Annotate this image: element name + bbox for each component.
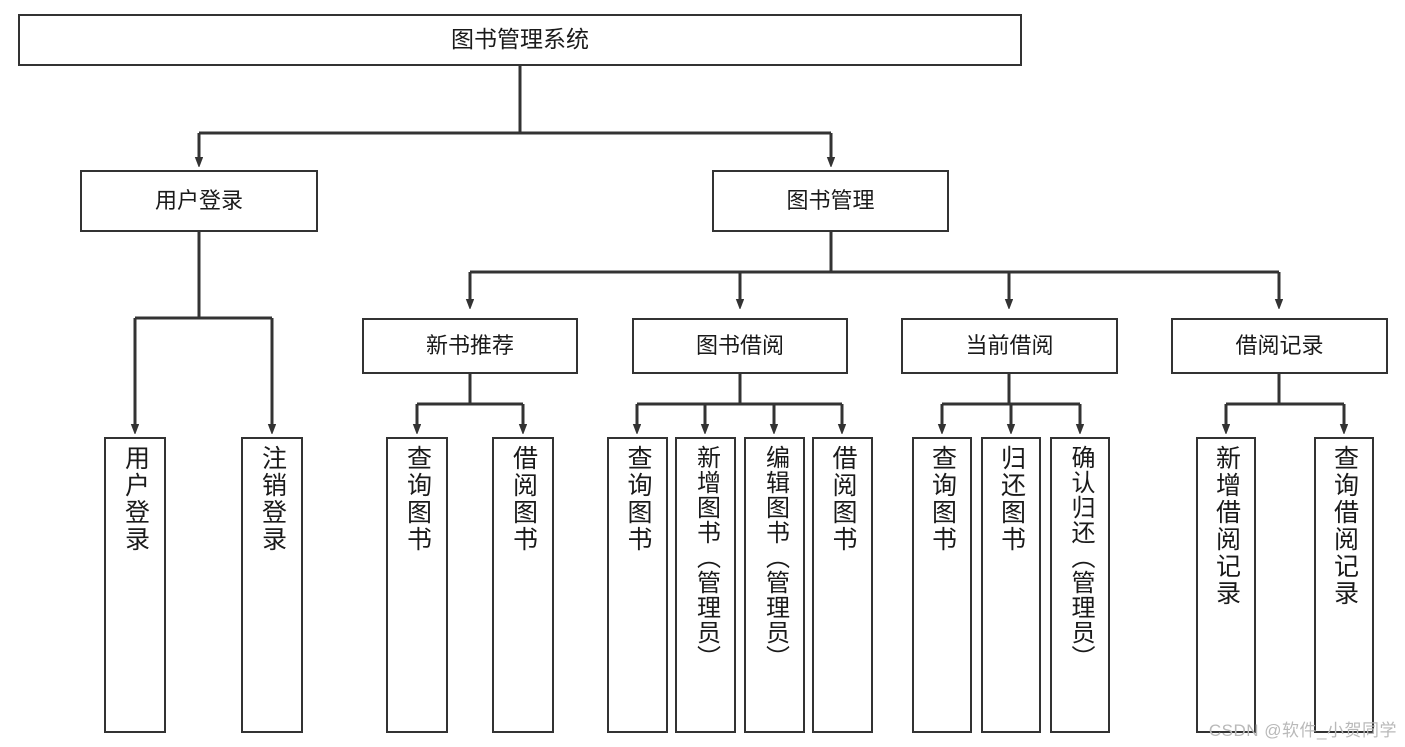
leaf-logout[interactable]: 注销登录 — [241, 437, 303, 733]
leaf-edit-book-admin[interactable]: 编辑图书（管理员） — [744, 437, 805, 733]
node-current-borrow[interactable]: 当前借阅 — [901, 318, 1118, 374]
node-label: 注销登录 — [258, 445, 287, 553]
node-book-management[interactable]: 图书管理 — [712, 170, 949, 232]
leaf-return-books[interactable]: 归还图书 — [981, 437, 1041, 733]
node-user-login[interactable]: 用户登录 — [80, 170, 318, 232]
node-label: 归还图书 — [997, 445, 1026, 553]
leaf-borrow-books[interactable]: 借阅图书 — [812, 437, 873, 733]
node-root-book-management-system[interactable]: 图书管理系统 — [18, 14, 1022, 66]
node-label: 查询图书 — [624, 445, 652, 553]
node-new-book-recommend[interactable]: 新书推荐 — [362, 318, 578, 374]
node-label: 查询图书 — [928, 445, 957, 553]
leaf-borrow-books-recommend[interactable]: 借阅图书 — [492, 437, 554, 733]
node-borrow-records[interactable]: 借阅记录 — [1171, 318, 1388, 374]
leaf-add-borrow-record[interactable]: 新增借阅记录 — [1196, 437, 1256, 733]
leaf-query-borrow-record[interactable]: 查询借阅记录 — [1314, 437, 1374, 733]
node-label: 用户登录 — [121, 445, 150, 553]
node-label: 用户登录 — [154, 187, 243, 213]
node-label: 查询借阅记录 — [1330, 445, 1359, 607]
leaf-query-books-borrow[interactable]: 查询图书 — [607, 437, 668, 733]
leaf-confirm-return-admin[interactable]: 确认归还（管理员） — [1050, 437, 1110, 733]
node-label: 新书推荐 — [425, 332, 514, 358]
node-label: 编辑图书（管理员） — [761, 445, 789, 670]
node-label: 图书管理 — [786, 187, 875, 213]
node-label: 借阅图书 — [829, 445, 857, 553]
csdn-watermark: CSDN @软件_小贺同学 — [1208, 721, 1397, 740]
node-label: 确认归还（管理员） — [1067, 445, 1094, 670]
node-label: 图书借阅 — [695, 332, 784, 358]
leaf-user-login[interactable]: 用户登录 — [104, 437, 166, 733]
leaf-query-books-current[interactable]: 查询图书 — [912, 437, 972, 733]
node-label: 借阅记录 — [1235, 332, 1324, 358]
node-label: 当前借阅 — [965, 332, 1054, 358]
node-label: 查询图书 — [403, 445, 432, 553]
node-label: 图书管理系统 — [451, 26, 589, 53]
leaf-query-books-recommend[interactable]: 查询图书 — [386, 437, 448, 733]
node-label: 新增借阅记录 — [1212, 445, 1241, 607]
node-label: 新增图书（管理员） — [692, 445, 720, 670]
node-label: 借阅图书 — [509, 445, 538, 553]
node-book-borrow[interactable]: 图书借阅 — [632, 318, 848, 374]
leaf-add-book-admin[interactable]: 新增图书（管理员） — [675, 437, 736, 733]
